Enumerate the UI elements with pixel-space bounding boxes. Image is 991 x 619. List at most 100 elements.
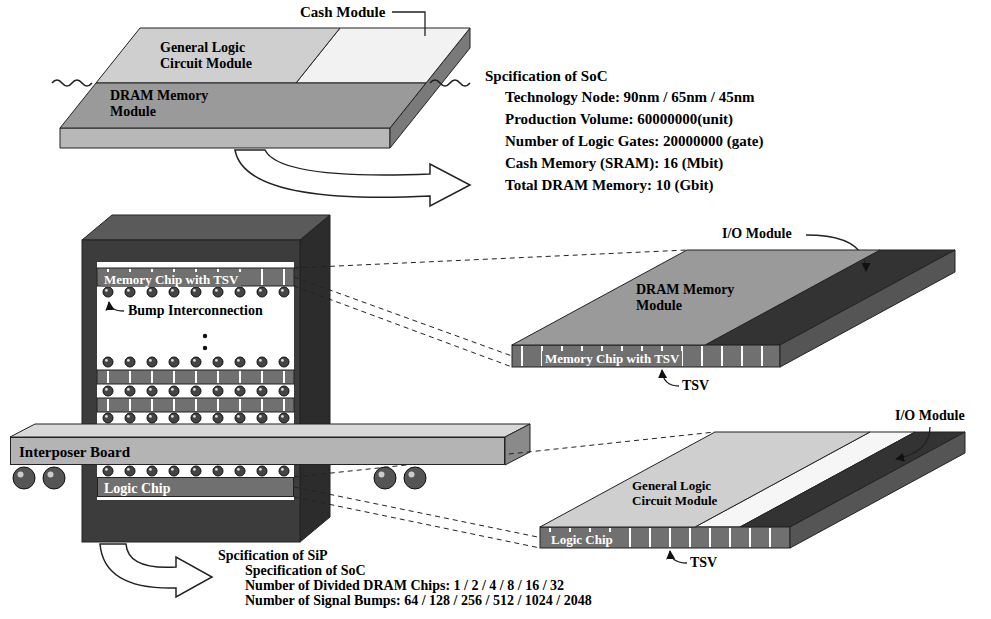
callout-arrow [670,551,687,563]
solder-ball [13,467,35,489]
package-front-face [82,240,300,542]
bump [125,287,135,297]
solder-ball-highlight [409,472,415,478]
tsv-line [689,528,691,547]
tsv-line [239,399,241,411]
tsv-line [239,371,241,383]
bump [125,357,135,367]
bump-highlight [105,359,108,362]
bump-highlight [171,388,174,391]
tsv-line [741,346,743,366]
bump-highlight [215,388,218,391]
bump [147,287,157,297]
chip-side-label-face: Memory Chip with TSV [512,345,780,367]
bump [191,386,201,396]
callout-label: TSV [690,555,717,571]
bump [257,413,267,423]
bump-highlight [193,415,196,418]
bump [191,287,201,297]
bump [279,287,289,297]
chip-front-face [60,128,390,148]
projection-line [294,277,512,356]
tsv-line [195,399,197,411]
tsv-line [151,371,153,383]
bump-highlight [105,415,108,418]
bump [213,413,223,423]
memory-chip-layer [97,370,294,384]
bump-highlight [237,289,240,292]
bump-highlight [237,415,240,418]
solder-ball [43,467,65,489]
spec-line: Number of Signal Bumps: 64 / 128 / 256 /… [245,593,592,609]
bump [257,386,267,396]
memory-chip-layer: Memory Chip with TSV [97,268,294,286]
chip-side-label-face: Logic Chip [540,527,790,548]
tsv-line [151,399,153,411]
spec-line: Total DRAM Memory: 10 (Gbit) [505,177,714,194]
bump-highlight [149,359,152,362]
bump [279,386,289,396]
region-label: Memory Chip with TSV [542,351,682,366]
bump-highlight [193,388,196,391]
bump [257,357,267,367]
tsv-line [761,346,763,366]
bump [125,386,135,396]
bump-highlight [259,415,262,418]
memory-chip-layer [97,398,294,412]
solder-ball [404,467,426,489]
spec-line: Production Volume: 60000000(unit) [505,111,733,128]
package-top-face [82,215,330,240]
callout-arrow [109,302,124,311]
bump [147,466,157,476]
spec-line: Cash Memory (SRAM): 16 (Mbit) [505,155,723,172]
tsv-line [217,399,219,411]
region-label: Logic Chip [548,532,616,547]
spec-heading: Spcification of SoC [485,68,608,85]
bump-highlight [281,468,284,471]
bump-highlight [127,468,130,471]
spec-line: Specification of SoC [245,563,366,579]
bump-highlight [171,359,174,362]
bump [103,386,113,396]
bump [169,466,179,476]
bump-highlight [149,289,152,292]
bump [257,287,267,297]
bump [169,413,179,423]
bump-highlight [237,468,240,471]
chip-front-face [512,345,780,367]
logic-module-region: General Logic Circuit Module [96,28,340,83]
bump [279,466,289,476]
callout-label: I/O Module [895,408,965,424]
tsv-line [261,269,263,285]
bump [147,413,157,423]
solder-ball-highlight [48,472,54,478]
bump-highlight [127,388,130,391]
bump-highlight [105,289,108,292]
tsv-line [729,528,731,547]
bump-highlight [149,388,152,391]
projection-line [294,250,687,268]
tsv-line [283,371,285,383]
interposer-board: Interposer Board [10,437,505,465]
tsv-line [709,528,711,547]
leader-line [392,12,425,36]
region-outline [512,250,880,345]
bump-highlight [127,289,130,292]
tsv-line [173,371,175,383]
logic-chip-layer: Logic Chip [97,477,294,497]
projection-line [294,497,540,548]
bump [191,357,201,367]
region-fill [540,432,870,527]
region-label: Memory Chip with TSV [101,272,241,287]
bump-highlight [193,468,196,471]
bump [191,466,201,476]
tsv-line [769,528,771,547]
tsv-line [129,399,131,411]
tsv-line [173,399,175,411]
bump [169,386,179,396]
ellipsis-dot [203,334,207,338]
bump-highlight [149,468,152,471]
callout-label: TSV [682,378,709,394]
tsv-line [669,528,671,547]
